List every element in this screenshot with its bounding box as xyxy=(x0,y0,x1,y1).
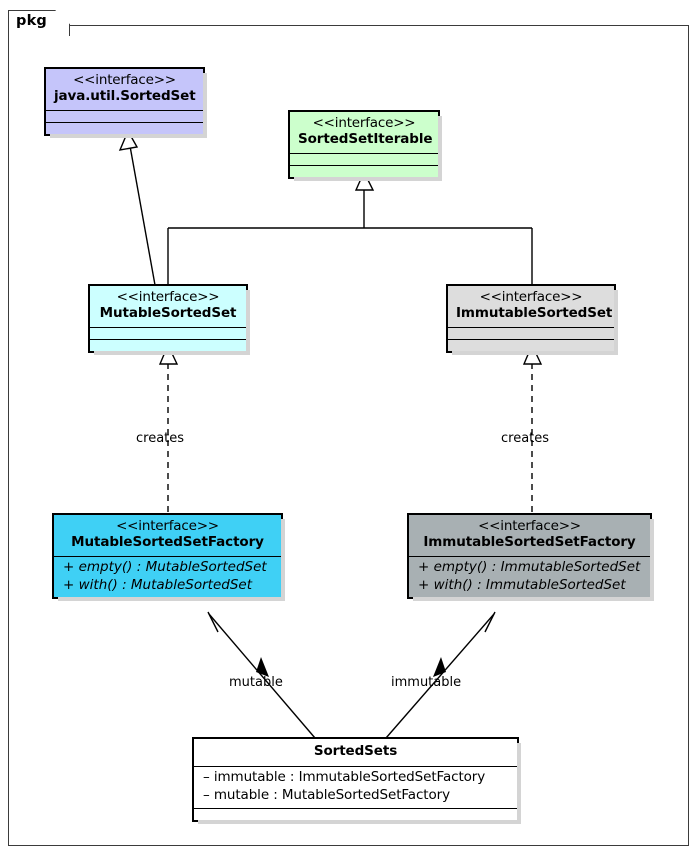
class-stereotype: <<interface>> xyxy=(478,518,581,534)
attributes-compartment: – immutable : ImmutableSortedSetFactory … xyxy=(194,765,517,808)
empty-operations xyxy=(194,809,517,820)
class-stereotype: <<interface>> xyxy=(312,115,416,131)
class-name: SortedSetIterable xyxy=(298,130,433,147)
edge-label-immutable: immutable xyxy=(391,675,462,690)
empty-operations xyxy=(290,166,438,177)
dependency-mutablefactory-creates-mutablesortedset xyxy=(158,343,179,512)
class-header: <<interface>> SortedSetIterable xyxy=(290,112,438,153)
attributes-compartment xyxy=(90,326,246,339)
attributes-compartment xyxy=(46,109,203,122)
operations-compartment xyxy=(290,164,438,177)
class-header: SortedSets xyxy=(194,739,517,766)
attributes-compartment xyxy=(290,152,438,165)
empty-operations xyxy=(46,123,203,134)
generalization-bus-sortedsetiterable xyxy=(167,170,533,285)
class-header: <<interface>> MutableSortedSet xyxy=(90,286,246,327)
attribute-row: – immutable : ImmutableSortedSetFactory xyxy=(203,768,486,785)
class-header: <<interface>> ImmutableSortedSet xyxy=(448,286,614,327)
empty-attributes xyxy=(448,328,614,339)
class-name: ImmutableSortedSet xyxy=(456,304,613,321)
empty-operations xyxy=(448,340,614,351)
class-name: SortedSets xyxy=(313,743,398,759)
class-header: <<interface>> java.util.SortedSet xyxy=(46,69,203,110)
association-sortedsets-immutable xyxy=(385,611,496,739)
class-box-mutablesortedset[interactable]: <<interface>> MutableSortedSet xyxy=(88,284,250,355)
class-stereotype: <<interface>> xyxy=(116,289,220,305)
edge-label-mutable: mutable xyxy=(229,675,283,690)
class-box-immutablesortedset[interactable]: <<interface>> ImmutableSortedSet xyxy=(446,284,618,355)
class-box-sortedsets[interactable]: SortedSets – immutable : ImmutableSorted… xyxy=(192,737,521,824)
class-box-java-util-sortedset[interactable]: <<interface>> java.util.SortedSet xyxy=(44,67,207,138)
empty-attributes xyxy=(90,328,246,339)
empty-attributes xyxy=(46,111,203,122)
class-name: MutableSortedSetFactory xyxy=(71,533,264,550)
attributes-compartment xyxy=(448,326,614,339)
package-tab-label: pkg xyxy=(16,13,48,29)
class-header: <<interface>> ImmutableSortedSetFactory xyxy=(409,515,650,556)
operations-compartment: + empty() : MutableSortedSet + with() : … xyxy=(54,555,281,598)
operations-compartment xyxy=(46,121,203,134)
edge-label-creates-right: creates xyxy=(501,431,550,446)
class-stereotype: <<interface>> xyxy=(479,289,583,305)
class-name: ImmutableSortedSetFactory xyxy=(423,533,636,550)
class-box-mutablesortedsetfactory[interactable]: <<interface>> MutableSortedSetFactory + … xyxy=(52,513,285,602)
association-sortedsets-mutable xyxy=(207,611,316,739)
operation-row: + with() : ImmutableSortedSet xyxy=(418,576,626,593)
class-stereotype: <<interface>> xyxy=(116,518,219,534)
class-stereotype: <<interface>> xyxy=(73,72,176,88)
empty-operations xyxy=(90,340,246,351)
class-name: MutableSortedSet xyxy=(99,304,237,321)
class-header: <<interface>> MutableSortedSetFactory xyxy=(54,515,281,556)
generalization-mutablesortedset-to-javautilsortedset xyxy=(118,129,156,286)
operations-compartment xyxy=(90,338,246,351)
attribute-row: – mutable : MutableSortedSetFactory xyxy=(203,786,450,803)
operations-compartment xyxy=(448,338,614,351)
empty-attributes xyxy=(290,154,438,165)
class-name: java.util.SortedSet xyxy=(54,87,196,104)
edge-label-creates-left: creates xyxy=(136,431,185,446)
operation-row: + empty() : ImmutableSortedSet xyxy=(418,558,641,575)
operations-compartment xyxy=(194,807,517,820)
dependency-immutablefactory-creates-immutablesortedset xyxy=(522,343,543,512)
class-box-immutablesortedsetfactory[interactable]: <<interface>> ImmutableSortedSetFactory … xyxy=(407,513,654,602)
operations-compartment: + empty() : ImmutableSortedSet + with() … xyxy=(409,555,650,598)
operation-row: + with() : MutableSortedSet xyxy=(63,576,253,593)
operation-row: + empty() : MutableSortedSet xyxy=(63,558,267,575)
class-box-sortedsetiterable[interactable]: <<interface>> SortedSetIterable xyxy=(288,110,442,181)
